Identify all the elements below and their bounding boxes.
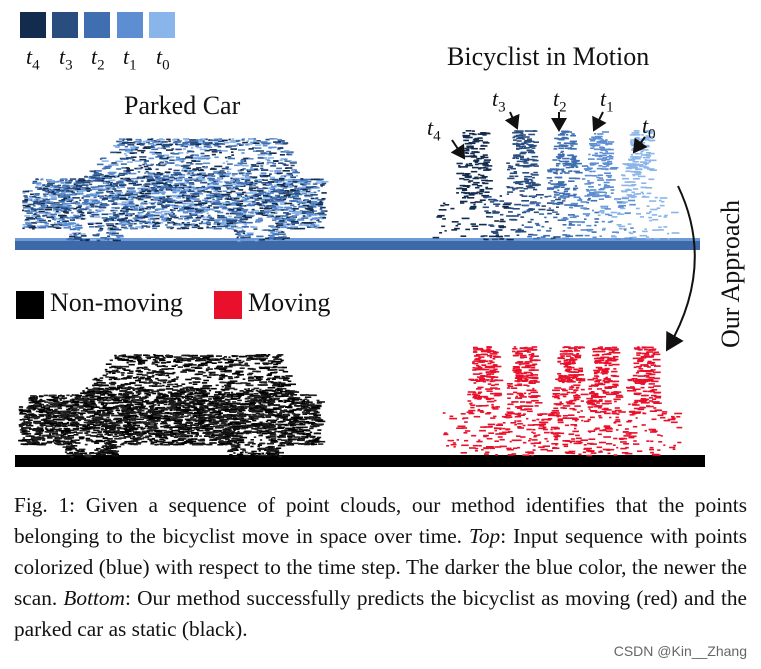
non-moving-swatch (16, 291, 44, 319)
annotation-t2: t2 (553, 86, 567, 116)
legend-swatch-t0 (149, 12, 175, 38)
annotation-t0: t0 (642, 113, 656, 143)
top-bicyclist (432, 130, 680, 241)
legend-swatch-t4 (20, 12, 46, 38)
bottom-moving-bicyclist (442, 346, 683, 457)
bottom-static-car (18, 354, 326, 458)
annotation-t3: t3 (492, 86, 506, 116)
approach-arrow (665, 185, 696, 352)
legend-swatch-t3 (52, 12, 78, 38)
figure-caption: Fig. 1: Given a sequence of point clouds… (14, 493, 747, 641)
timestep-arrows (450, 111, 648, 160)
moving-label: Moving (248, 288, 331, 317)
bicyclist-label: Bicyclist in Motion (447, 42, 650, 71)
legend-swatch-t1 (117, 12, 143, 38)
moving-swatch (214, 291, 242, 319)
bottom-ground-plane (15, 455, 705, 467)
point-cloud-figure (15, 111, 705, 467)
legend-swatch-t2 (84, 12, 110, 38)
top-input-scene (15, 130, 700, 250)
top-ground-plane (15, 240, 700, 250)
annotation-t1: t1 (600, 86, 614, 116)
top-parked-car (22, 138, 329, 242)
approach-label: Our Approach (716, 200, 745, 349)
parked-car-label: Parked Car (124, 91, 241, 120)
watermark: CSDN @Kin__Zhang (613, 643, 747, 659)
non-moving-label: Non-moving (50, 288, 183, 317)
legend-label-t3: t3 (59, 44, 73, 74)
legend-label-t1: t1 (123, 44, 137, 74)
bottom-output-scene (15, 346, 705, 467)
legend-label-t0: t0 (156, 44, 170, 74)
legend-label-t4: t4 (26, 44, 40, 74)
legend-label-t2: t2 (91, 44, 105, 74)
annotation-t4: t4 (427, 115, 441, 145)
